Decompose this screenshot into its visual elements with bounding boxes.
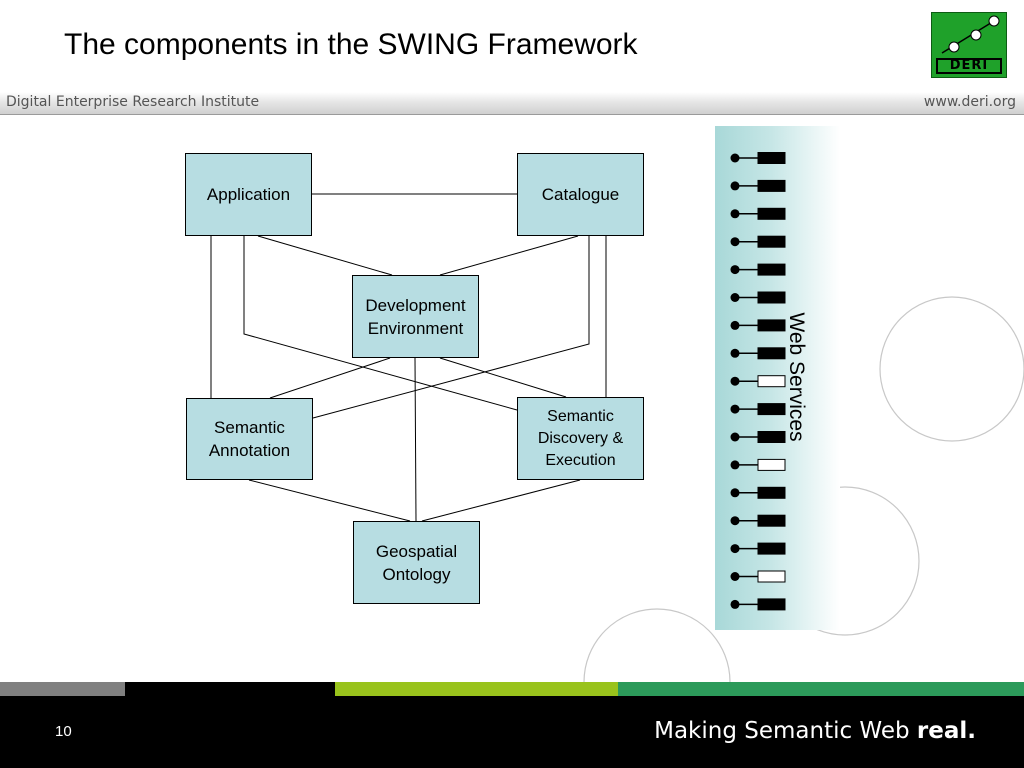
stripe-lime	[335, 682, 618, 696]
web-services-panel	[715, 126, 840, 630]
node-semantic-discovery-execution: Semantic Discovery & Execution	[517, 397, 644, 480]
slide-title: The components in the SWING Framework	[64, 28, 638, 61]
tagline-regular: Making Semantic Web	[654, 718, 917, 744]
deri-logo: DERI	[931, 12, 1007, 78]
node-semantic-annotation: Semantic Annotation	[186, 398, 313, 480]
institute-name: Digital Enterprise Research Institute	[6, 94, 260, 110]
edge-catalogue-semantic_annotation	[312, 236, 590, 419]
logo-wordmark: DERI	[936, 58, 1002, 74]
node-geospatial-ontology: Geospatial Ontology	[353, 521, 480, 604]
page-number: 10	[55, 723, 72, 740]
footer-color-stripes	[0, 682, 1024, 696]
decor-circle	[879, 296, 1024, 442]
stripe-green	[618, 682, 1024, 696]
header-bar: Digital Enterprise Research Institute ww…	[0, 92, 1024, 115]
diagram-edges	[210, 193, 607, 522]
edge-semantic_annotation-geospatial_ontology	[248, 479, 411, 522]
web-services-label: Web Services	[785, 312, 808, 442]
edge-catalogue-development_environment	[439, 235, 579, 276]
stripe-gray	[0, 682, 125, 696]
edge-development_environment-semantic_annotation	[269, 357, 391, 399]
website-url: www.deri.org	[923, 94, 1016, 110]
edge-application-semantic_discovery	[243, 236, 518, 411]
tagline: Making Semantic Web real.	[654, 718, 976, 744]
edge-development_environment-semantic_discovery	[439, 357, 567, 398]
node-catalogue: Catalogue	[517, 153, 644, 236]
node-application: Application	[185, 153, 312, 236]
logo-dots-icon	[941, 15, 1000, 54]
node-development-environment: Development Environment	[352, 275, 479, 358]
stripe-black	[125, 682, 335, 696]
edge-development_environment-geospatial_ontology	[414, 357, 417, 522]
edge-application-development_environment	[257, 235, 393, 276]
edge-semantic_discovery-geospatial_ontology	[421, 479, 581, 522]
tagline-bold: real.	[916, 718, 976, 744]
footer-bar: 10 Making Semantic Web real.	[0, 696, 1024, 768]
